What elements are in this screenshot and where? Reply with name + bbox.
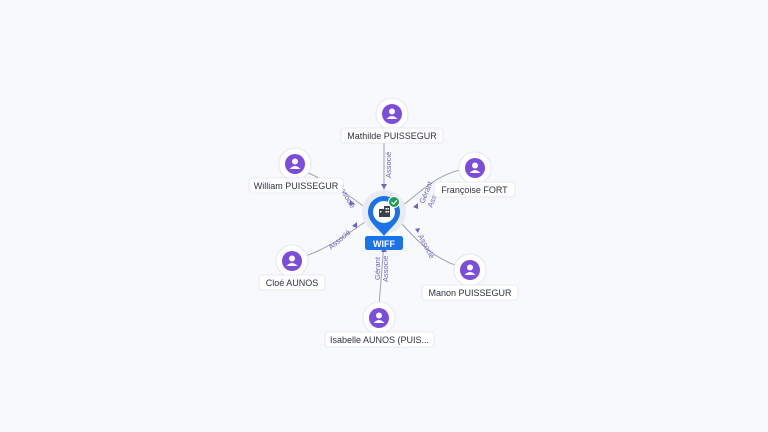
company-name: WIFF <box>373 239 395 249</box>
person-name-cloe: Cloé AUNOS <box>266 278 319 288</box>
check-icon <box>388 196 400 208</box>
person-icon <box>286 255 298 266</box>
edge-label-isabelle-role-0: Gérant <box>373 256 382 280</box>
edge-cloe: Associé <box>299 219 369 259</box>
person-node-cloe[interactable]: Cloé AUNOS <box>258 244 326 291</box>
person-node-isabelle[interactable]: Isabelle AUNOS (PUIS... <box>324 301 435 348</box>
edge-label-isabelle-role-1: Associé <box>381 256 390 282</box>
person-name-william: William PUISSEGUR <box>254 181 339 191</box>
person-icon <box>289 158 301 169</box>
building-icon <box>379 206 390 217</box>
person-node-mathilde[interactable]: Mathilde PUISSEGUR <box>340 97 444 144</box>
person-node-william[interactable]: William PUISSEGUR <box>248 147 344 194</box>
person-icon <box>464 264 476 275</box>
person-name-isabelle: Isabelle AUNOS (PUIS... <box>330 335 429 345</box>
edge-label-cloe-role-0: Associé <box>327 228 353 252</box>
person-icon <box>386 108 398 119</box>
person-node-manon[interactable]: Manon PUISSEGUR <box>421 253 519 301</box>
person-name-francoise: Françoise FORT <box>441 185 508 195</box>
person-icon <box>469 162 481 173</box>
person-name-mathilde: Mathilde PUISSEGUR <box>347 131 437 141</box>
edge-label-manon-role-0: Associé <box>416 233 436 260</box>
person-icon <box>373 312 385 323</box>
person-name-manon: Manon PUISSEGUR <box>428 288 512 298</box>
edge-manon: Associé <box>401 223 466 269</box>
company-node[interactable]: WIFF <box>362 190 406 250</box>
edge-label-mathilde-role-0: Associé <box>384 152 393 178</box>
person-node-francoise[interactable]: Françoise FORT <box>433 151 516 198</box>
